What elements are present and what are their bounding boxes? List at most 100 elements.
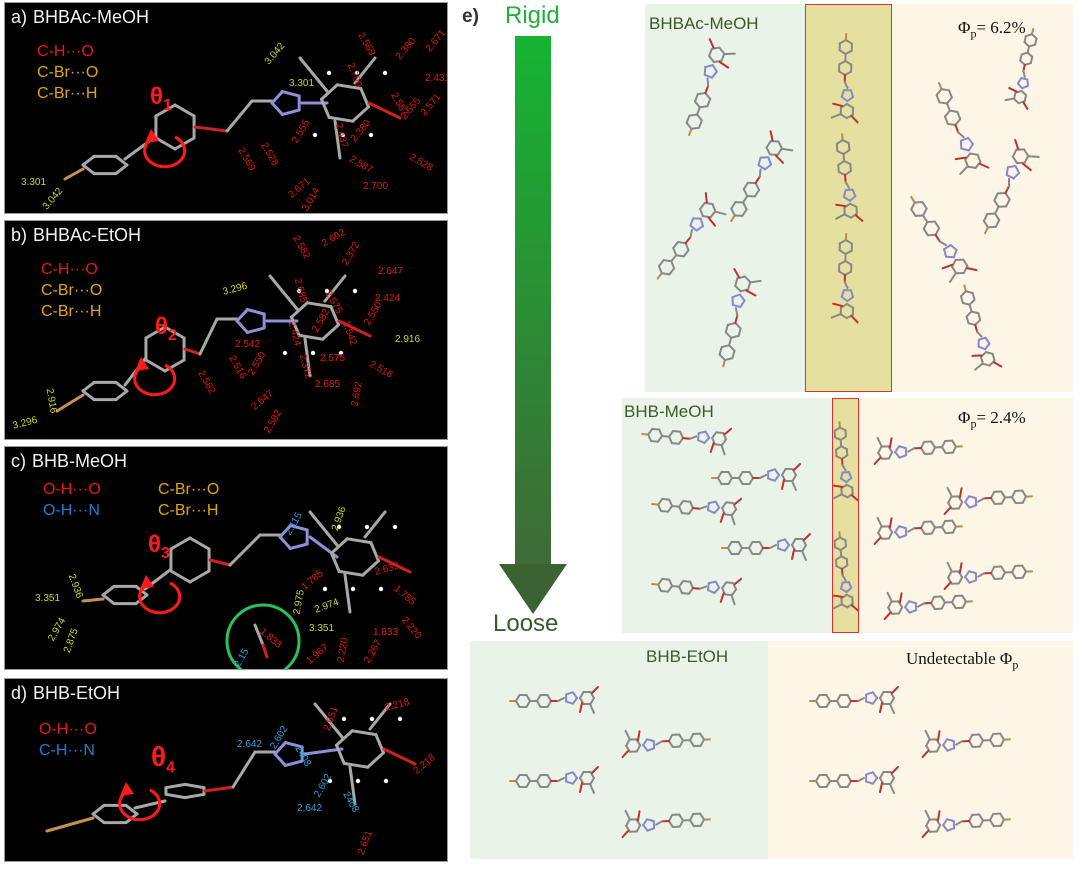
molecule [910,195,978,283]
rigid-label: Rigid [505,2,560,29]
rigid-to-loose-arrow [499,36,567,614]
phi-subscript: p [970,416,977,431]
panel-label: c) [11,451,26,471]
distance-label: 2.647 [378,266,404,277]
legend-item: C-Br···O [158,481,220,498]
phi-symbol: Φ [958,408,971,427]
theta-label: θ2 [155,313,177,345]
molecule [641,427,733,456]
molecule [651,497,743,526]
molecule [711,463,801,491]
distance-label: 2.575 [320,353,346,364]
panel-title: c) BHB-MeOH [11,451,133,472]
distance-label: 2.642 [237,739,263,750]
molecule [721,533,811,561]
phi-value: = 6.2% [976,18,1026,37]
panel-name: BHB-EtOH [33,683,121,703]
distance-label: 2.431 [425,73,448,84]
molecule [943,561,1033,590]
legend-item: C-H···N [39,742,95,759]
molecule [509,686,599,714]
molecule [921,729,1011,758]
phi-value: = 2.4% [976,408,1026,427]
theta-symbol: θ [148,531,161,558]
quantum-yield: Undetectable Φp [906,649,1018,672]
molecule-structure [63,56,402,181]
molecule [833,531,859,612]
highlight-band [805,4,892,392]
interaction-legend: O-H···O C-H···N [39,719,97,761]
distance-label: 1.833 [373,627,399,638]
molecule [509,766,599,794]
distance-label: 3.301 [289,78,315,89]
molecule [1004,27,1038,110]
molecule [883,591,973,620]
panel-name: BHBAc-MeOH [33,7,150,27]
molecule [685,38,736,137]
packing-title: BHBAc-MeOH [649,14,759,33]
molecule [833,421,859,502]
theta-symbol: θ [151,741,167,772]
theta-symbol: θ [155,313,168,340]
legend-item: C-Br···O [41,282,103,299]
molecule [718,268,762,368]
legend-item: C-Br···H [37,85,98,102]
distance-label: 2.700 [363,181,389,192]
panel-name: BHBAc-EtOH [33,225,142,245]
molecule [809,686,899,714]
panel-label: a) [11,7,28,27]
molecule-structure [81,510,412,669]
packing-bhbac-meoh: BHBAc-MeOH Φp= 6.2% [645,4,1073,392]
distance-label: 3.351 [309,623,335,634]
distance-label: 3.301 [21,177,47,188]
panel-label: b) [11,225,28,245]
methanol-highlight-circle [225,603,301,669]
molecule-structure [45,702,417,833]
molecule [921,809,1011,838]
panel-c-bhb-meoh: c) BHB-MeOH O-H···O C-Br···O O-H···N C-Br···… [4,446,448,670]
molecule [935,81,990,175]
panel-title: a)BHBAc-MeOH [11,7,155,28]
legend-item: O-H···N [43,502,100,519]
molecule [830,33,859,124]
packing-title: BHB-EtOH [646,647,729,666]
interaction-legend: C-H···O C-Br···O C-Br···H [37,41,98,104]
molecule-structure [55,274,372,413]
interaction-legend: C-H···O C-Br···O C-Br···H [41,259,102,322]
molecule [873,516,963,545]
panel-e-label: e) [462,6,479,27]
crystal-packing [656,27,1040,371]
packing-bhb-meoh: BHB-MeOH Φp= 2.4% [622,398,1073,633]
molecule [873,436,963,465]
legend-item: C-Br···H [41,303,102,320]
phi-subscript: p [1012,657,1019,672]
legend-item: C-Br···H [158,502,219,519]
legend-item: C-H···O [37,43,94,60]
panel-title: d)BHB-EtOH [11,683,126,704]
molecule [960,284,1003,371]
panel-label: d) [11,683,28,703]
distance-label: 3.351 [35,593,61,604]
molecule [621,729,711,758]
phi-subscript: p [970,26,977,41]
phi-symbol: Φ [958,18,971,37]
molecule [982,138,1040,235]
phi-symbol: Undetectable Φ [906,649,1013,668]
molecule [621,809,711,838]
legend-item: C-Br···O [37,64,99,81]
legend-item: O-H···O [43,481,101,498]
legend-item: O-H···O [39,721,97,738]
theta-label: θ1 [150,83,172,115]
crystal-packing [641,421,1033,620]
molecule [656,192,727,280]
quantum-yield: Φp= 2.4% [958,408,1026,431]
distance-label: 2.685 [315,379,341,390]
legend-item: C-H···O [41,261,98,278]
packing-title: BHB-MeOH [624,402,714,421]
distance-label: 2.542 [235,339,261,350]
theta-subscript: 2 [167,326,177,344]
quantum-yield: Φp= 6.2% [958,18,1026,41]
panel-name: BHB-MeOH [32,451,128,471]
molecule [943,486,1033,515]
